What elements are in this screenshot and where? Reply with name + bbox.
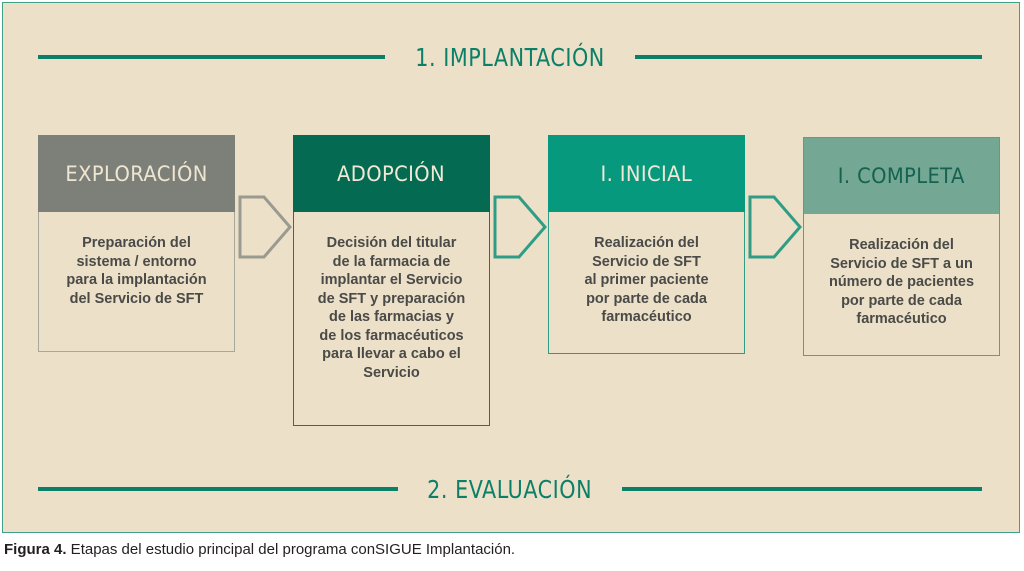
band-rule-right: [635, 55, 982, 59]
stage-card-completa[interactable]: I. COMPLETA Realización del Servicio de …: [803, 137, 1000, 356]
stage-header-label-completa: I. COMPLETA: [838, 164, 965, 188]
stage-header-exploracion: EXPLORACIÓN: [38, 135, 235, 212]
stage-body-inicial: Realización del Servicio de SFT al prime…: [548, 212, 745, 354]
stage-header-label-adopcion: ADOPCIÓN: [337, 161, 446, 186]
arrow-inicial-to-completa-icon: [747, 191, 803, 263]
stage-header-adopcion: ADOPCIÓN: [293, 135, 490, 212]
stage-body-completa: Realización del Servicio de SFT a un núm…: [803, 214, 1000, 356]
section-band-evaluacion: 2. EVALUACIÓN: [38, 472, 982, 506]
band-rule-left: [38, 487, 399, 491]
stage-header-completa: I. COMPLETA: [803, 137, 1000, 214]
stage-body-adopcion: Decisión del titular de la farmacia de i…: [293, 212, 490, 426]
stage-card-adopcion[interactable]: ADOPCIÓN Decisión del titular de la farm…: [293, 135, 490, 426]
stage-header-inicial: I. INICIAL: [548, 135, 745, 212]
section-title-evaluacion: 2. EVALUACIÓN: [427, 474, 593, 504]
stage-header-label-inicial: I. INICIAL: [600, 161, 693, 186]
figure-caption-label: Figura 4.: [4, 541, 67, 558]
band-rule-left: [38, 55, 385, 59]
figure-caption-text: Etapas del estudio principal del program…: [66, 541, 516, 558]
stage-body-exploracion: Preparación del sistema / entorno para l…: [38, 212, 235, 352]
arrow-adopcion-to-inicial-icon: [492, 191, 548, 263]
arrow-exploracion-to-adopcion-icon: [237, 191, 293, 263]
stage-card-inicial[interactable]: I. INICIAL Realización del Servicio de S…: [548, 135, 745, 354]
stage-card-exploracion[interactable]: EXPLORACIÓN Preparación del sistema / en…: [38, 135, 235, 352]
section-band-implantacion: 1. IMPLANTACIÓN: [38, 40, 982, 74]
section-title-implantacion: 1. IMPLANTACIÓN: [415, 42, 605, 72]
figure-caption: Figura 4. Etapas del estudio principal d…: [4, 540, 1014, 560]
stage-header-label-exploracion: EXPLORACIÓN: [65, 161, 208, 186]
band-rule-right: [621, 487, 982, 491]
